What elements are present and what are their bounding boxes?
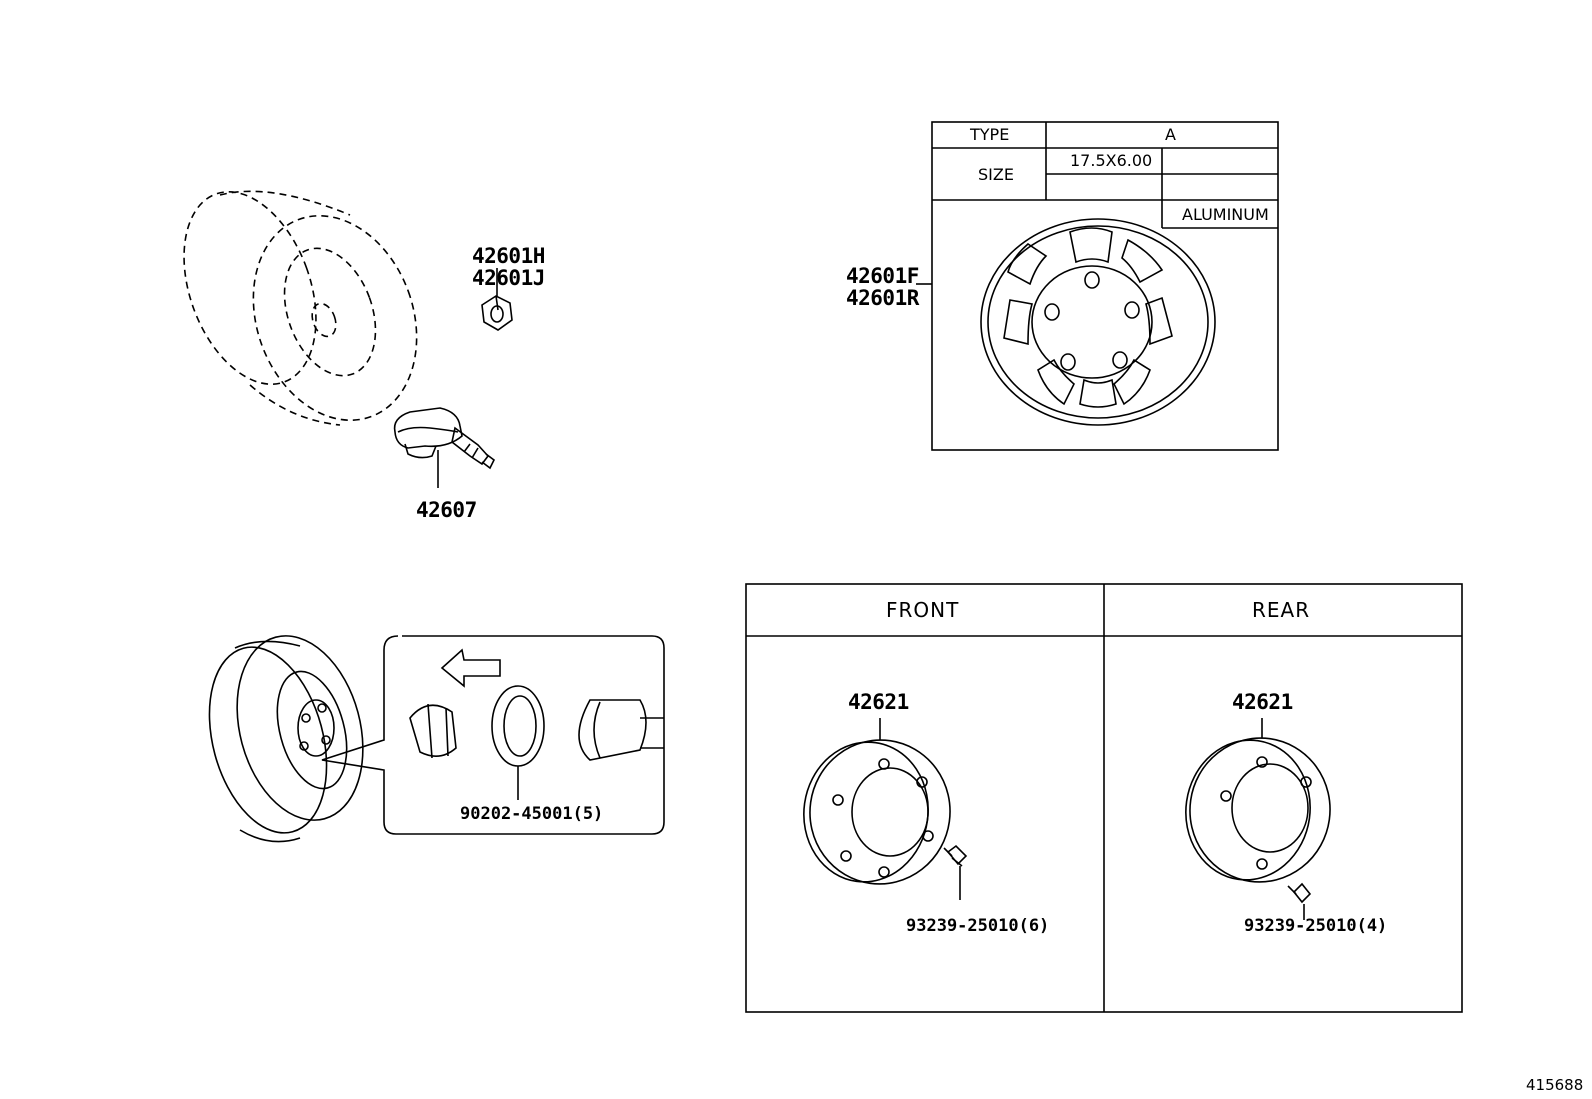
part-label-42607[interactable]: 42607 <box>416 498 477 522</box>
part-label-42601j[interactable]: 42601J <box>472 266 545 290</box>
rear-section-header: REAR <box>1252 598 1311 622</box>
lug-nut-illustration <box>409 703 457 759</box>
plate-section-frame <box>745 583 1463 1013</box>
part-label-42601f[interactable]: 42601F <box>846 264 919 288</box>
part-label-90202-45001[interactable]: 90202-45001(5) <box>460 804 604 824</box>
size-header: SIZE <box>978 165 1014 184</box>
rear-plate-illustration <box>1185 718 1331 883</box>
illustration-id: 415688 <box>1526 1076 1584 1094</box>
part-label-93239-25010-rear[interactable]: 93239-25010(4) <box>1244 916 1388 936</box>
part-label-42601r[interactable]: 42601R <box>846 286 919 310</box>
washer-illustration <box>491 685 545 800</box>
direction-arrow-icon <box>440 648 501 688</box>
part-label-42601h[interactable]: 42601H <box>472 244 545 268</box>
material-value: ALUMINUM <box>1182 205 1269 224</box>
part-label-42621-front[interactable]: 42621 <box>848 690 909 714</box>
tpms-valve-illustration <box>393 407 496 488</box>
type-header: TYPE <box>970 125 1010 144</box>
size-value: 17.5X6.00 <box>1070 151 1153 170</box>
spec-table-frame <box>916 121 1279 451</box>
front-bolt-illustration <box>943 844 968 900</box>
front-section-header: FRONT <box>886 598 960 622</box>
rear-bolt-illustration <box>1287 882 1312 920</box>
tire-outline-illustration <box>183 190 418 426</box>
inset-callout-frame <box>321 635 665 835</box>
part-label-93239-25010-front[interactable]: 93239-25010(6) <box>906 916 1050 936</box>
wheel-nut-illustration <box>481 268 513 331</box>
part-label-42621-rear[interactable]: 42621 <box>1232 690 1293 714</box>
type-value: A <box>1165 125 1176 144</box>
aluminum-wheel-illustration <box>980 218 1216 426</box>
wheel-hub-illustration <box>208 635 364 843</box>
front-plate-illustration <box>803 718 951 885</box>
stud-illustration <box>578 699 664 761</box>
